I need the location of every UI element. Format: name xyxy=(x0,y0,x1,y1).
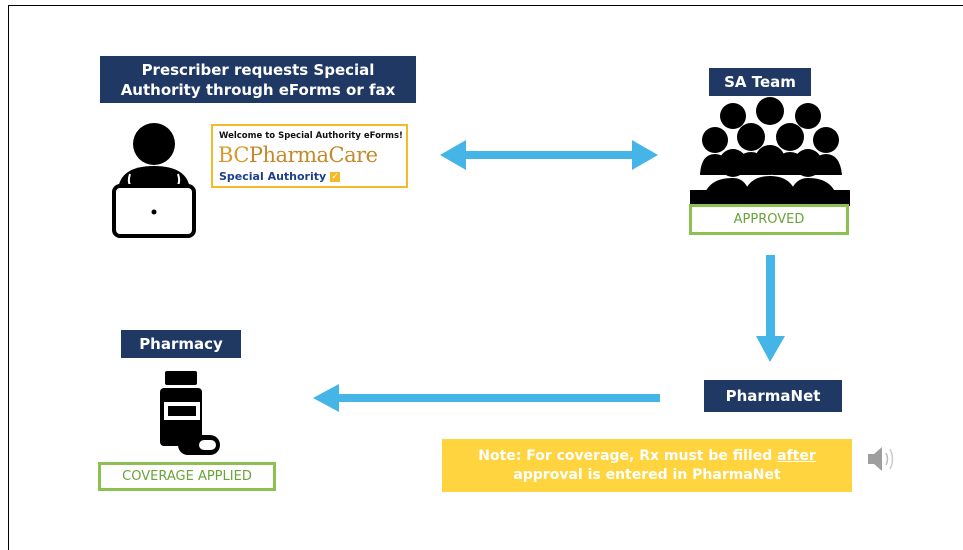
sa-team-label-text: SA Team xyxy=(724,73,796,91)
note-prefix: Note: For coverage, Rx must be filled xyxy=(478,447,778,464)
prescriber-label-line2: Authority through eForms or fax xyxy=(120,80,396,99)
approved-status: APPROVED xyxy=(689,204,849,235)
bcpharmacare-logo: BCPharmaCare xyxy=(218,143,378,167)
pharmanet-label: PharmaNet xyxy=(704,380,842,412)
eforms-welcome-text: Welcome to Special Authority eForms! xyxy=(219,131,403,141)
slide-frame xyxy=(8,5,963,550)
sa-team-label: SA Team xyxy=(709,68,811,96)
note-line2: approval is entered in PharmaNet xyxy=(513,466,781,483)
prescriber-label-line1: Prescriber requests Special xyxy=(141,60,375,79)
eforms-program: Special Authority ✓ xyxy=(219,170,341,183)
coverage-applied-status-text: COVERAGE APPLIED xyxy=(122,469,252,484)
brand-bc: BC xyxy=(218,143,249,167)
pharmacy-label-text: Pharmacy xyxy=(139,335,223,353)
eforms-program-label: Special Authority xyxy=(219,170,327,183)
brand-rest: PharmaCare xyxy=(248,143,378,167)
approved-status-text: APPROVED xyxy=(733,212,805,227)
pharmanet-label-text: PharmaNet xyxy=(725,387,821,405)
prescriber-label: Prescriber requests Special Authority th… xyxy=(100,56,416,103)
coverage-applied-status: COVERAGE APPLIED xyxy=(98,462,276,491)
note-emphasis: after xyxy=(777,447,816,464)
eforms-card: Welcome to Special Authority eForms! BCP… xyxy=(211,124,408,188)
checkmark-icon: ✓ xyxy=(330,171,341,182)
pharmacy-label: Pharmacy xyxy=(121,330,241,358)
coverage-note: Note: For coverage, Rx must be filled af… xyxy=(442,439,852,492)
note-line1: Note: For coverage, Rx must be filled af… xyxy=(478,447,816,466)
